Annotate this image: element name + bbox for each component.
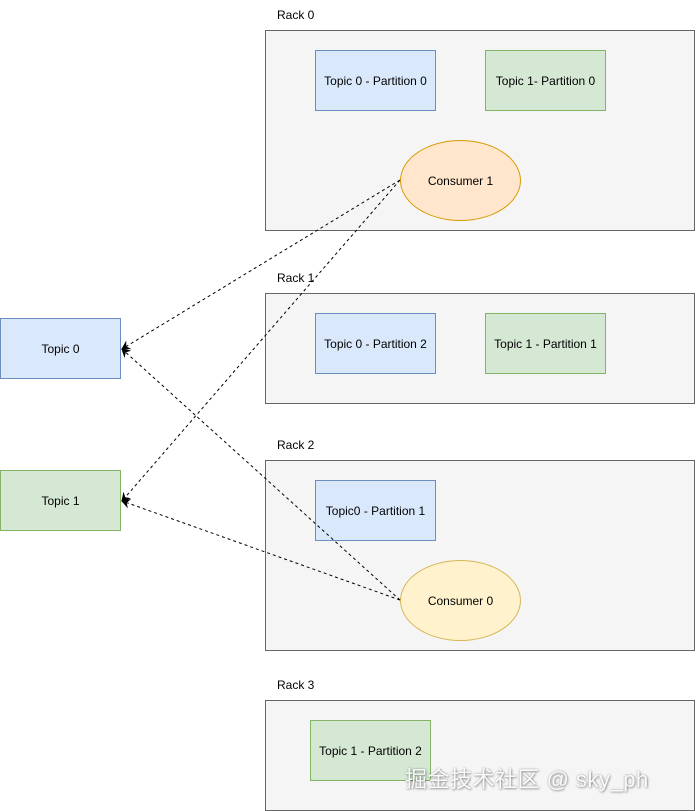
partition-topic0-p1[interactable]: Topic0 - Partition 1 [315, 480, 436, 541]
topic-1[interactable]: Topic 1 [0, 470, 121, 531]
rack-1-label: Rack 1 [277, 271, 315, 285]
partition-topic0-p0[interactable]: Topic 0 - Partition 0 [315, 50, 436, 111]
rack-3-label: Rack 3 [277, 678, 315, 692]
partition-topic1-p0[interactable]: Topic 1- Partition 0 [485, 50, 606, 111]
watermark: 掘金技术社区 @ sky_ph [405, 767, 649, 792]
rack-2-label: Rack 2 [277, 438, 315, 452]
partition-topic1-p1[interactable]: Topic 1 - Partition 1 [485, 313, 606, 374]
partition-topic1-p2[interactable]: Topic 1 - Partition 2 [310, 720, 431, 781]
rack-0-label: Rack 0 [277, 8, 315, 22]
consumer-0[interactable]: Consumer 0 [400, 560, 521, 641]
partition-topic0-p2[interactable]: Topic 0 - Partition 2 [315, 313, 436, 374]
consumer-1[interactable]: Consumer 1 [400, 140, 521, 221]
topic-0[interactable]: Topic 0 [0, 318, 121, 379]
